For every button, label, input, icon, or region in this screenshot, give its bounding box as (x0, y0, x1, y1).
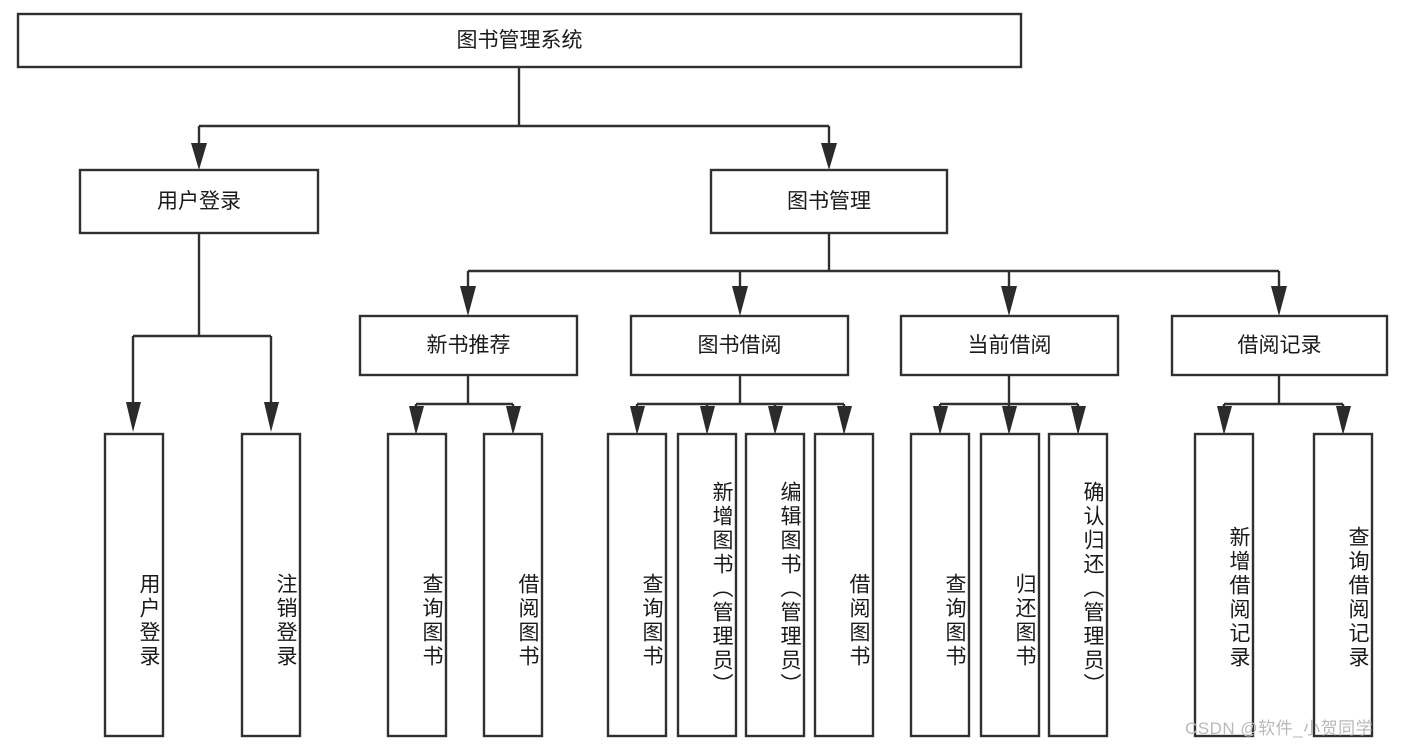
node-box-title[interactable] (16, 12, 1023, 69)
arrowhead-leaf-add-book (700, 406, 715, 435)
node-box-current-borrow[interactable] (899, 314, 1120, 377)
node-box-leaf-borrow-book-1[interactable] (482, 432, 544, 738)
arrowhead-book-borrow (732, 286, 748, 316)
node-box-leaf-edit-book[interactable] (744, 432, 806, 738)
node-box-leaf-query-book-1[interactable] (386, 432, 448, 738)
arrowhead-leaf-query-record (1336, 406, 1351, 435)
node-box-borrow-record[interactable] (1170, 314, 1389, 377)
arrowhead-leaf-borrow-book-1 (506, 406, 521, 435)
node-box-new-book-recommend[interactable] (358, 314, 579, 377)
node-box-book-management[interactable] (709, 168, 949, 235)
arrowhead-user-login (191, 143, 207, 170)
arrowhead-new-book-recommend (460, 286, 476, 316)
arrowhead-borrow-record (1271, 286, 1287, 316)
arrowhead-leaf-query-book-3 (933, 406, 948, 435)
node-box-group (16, 12, 1389, 738)
arrowhead-leaf-query-book-2 (630, 406, 645, 435)
arrowhead-leaf-logout-login (264, 402, 279, 432)
arrowhead-leaf-confirm-return (1071, 406, 1086, 435)
node-box-leaf-query-book-3[interactable] (909, 432, 971, 738)
node-box-leaf-query-book-2[interactable] (606, 432, 668, 738)
arrowhead-current-borrow (1001, 286, 1017, 316)
arrowhead-leaf-user-login (126, 402, 141, 432)
node-box-leaf-query-record[interactable] (1312, 432, 1374, 738)
arrowhead-book-management (821, 143, 837, 170)
node-box-leaf-add-record[interactable] (1193, 432, 1255, 738)
connector-group (126, 67, 1351, 435)
node-box-leaf-add-book[interactable] (676, 432, 738, 738)
arrowhead-leaf-edit-book (768, 406, 783, 435)
node-box-leaf-confirm-return[interactable] (1047, 432, 1109, 738)
node-box-book-borrow[interactable] (629, 314, 850, 377)
arrowhead-leaf-borrow-book-2 (837, 406, 852, 435)
node-box-leaf-logout-login[interactable] (240, 432, 302, 738)
node-box-leaf-return-book[interactable] (979, 432, 1041, 738)
node-box-leaf-user-login[interactable] (103, 432, 165, 738)
csdn-watermark: CSDN @软件_小贺同学 (1185, 719, 1374, 738)
arrowhead-leaf-add-record (1217, 406, 1232, 435)
arrowhead-leaf-return-book (1002, 406, 1017, 435)
arrowhead-leaf-query-book-1 (409, 406, 424, 435)
node-box-leaf-borrow-book-2[interactable] (813, 432, 875, 738)
node-box-user-login[interactable] (78, 168, 320, 235)
